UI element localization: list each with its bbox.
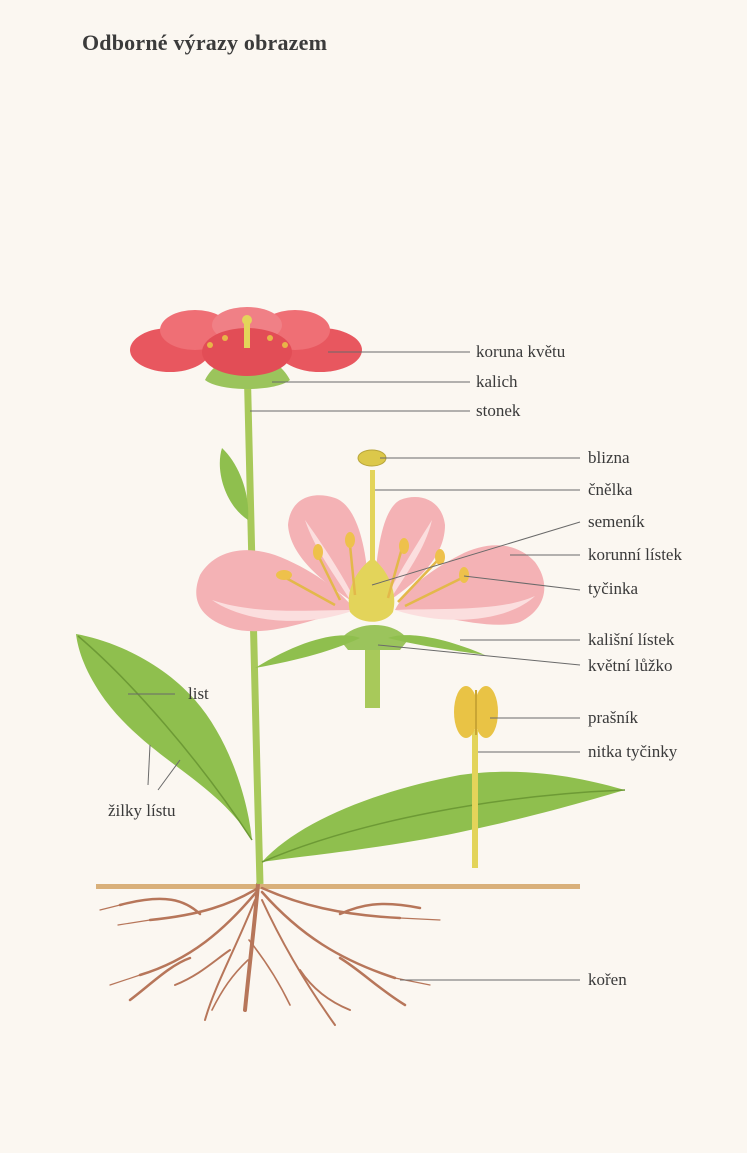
- right-leaf: [262, 772, 625, 862]
- label-korunni-listek: korunní lístek: [588, 546, 682, 563]
- label-blizna: blizna: [588, 449, 630, 466]
- label-koruna-kvetu: koruna květu: [476, 343, 565, 360]
- label-stonek: stonek: [476, 402, 520, 419]
- label-prasnik: prašník: [588, 709, 638, 726]
- soil-line: [96, 884, 580, 889]
- label-zilky-listu: žilky lístu: [108, 802, 176, 819]
- label-list: list: [188, 685, 209, 702]
- label-semenik: semeník: [588, 513, 645, 530]
- label-nitka-tycinky: nitka tyčinky: [588, 743, 677, 760]
- roots: [100, 884, 440, 1025]
- label-cnelka: čnělka: [588, 481, 632, 498]
- label-kvetni-luzko: květní lůžko: [588, 657, 673, 674]
- small-leaf: [220, 448, 248, 520]
- label-tycinka: tyčinka: [588, 580, 638, 597]
- label-koren: kořen: [588, 971, 627, 988]
- top-flower: [130, 307, 362, 389]
- label-kalisni-listek: kališní lístek: [588, 631, 674, 648]
- label-kalich: kalich: [476, 373, 518, 390]
